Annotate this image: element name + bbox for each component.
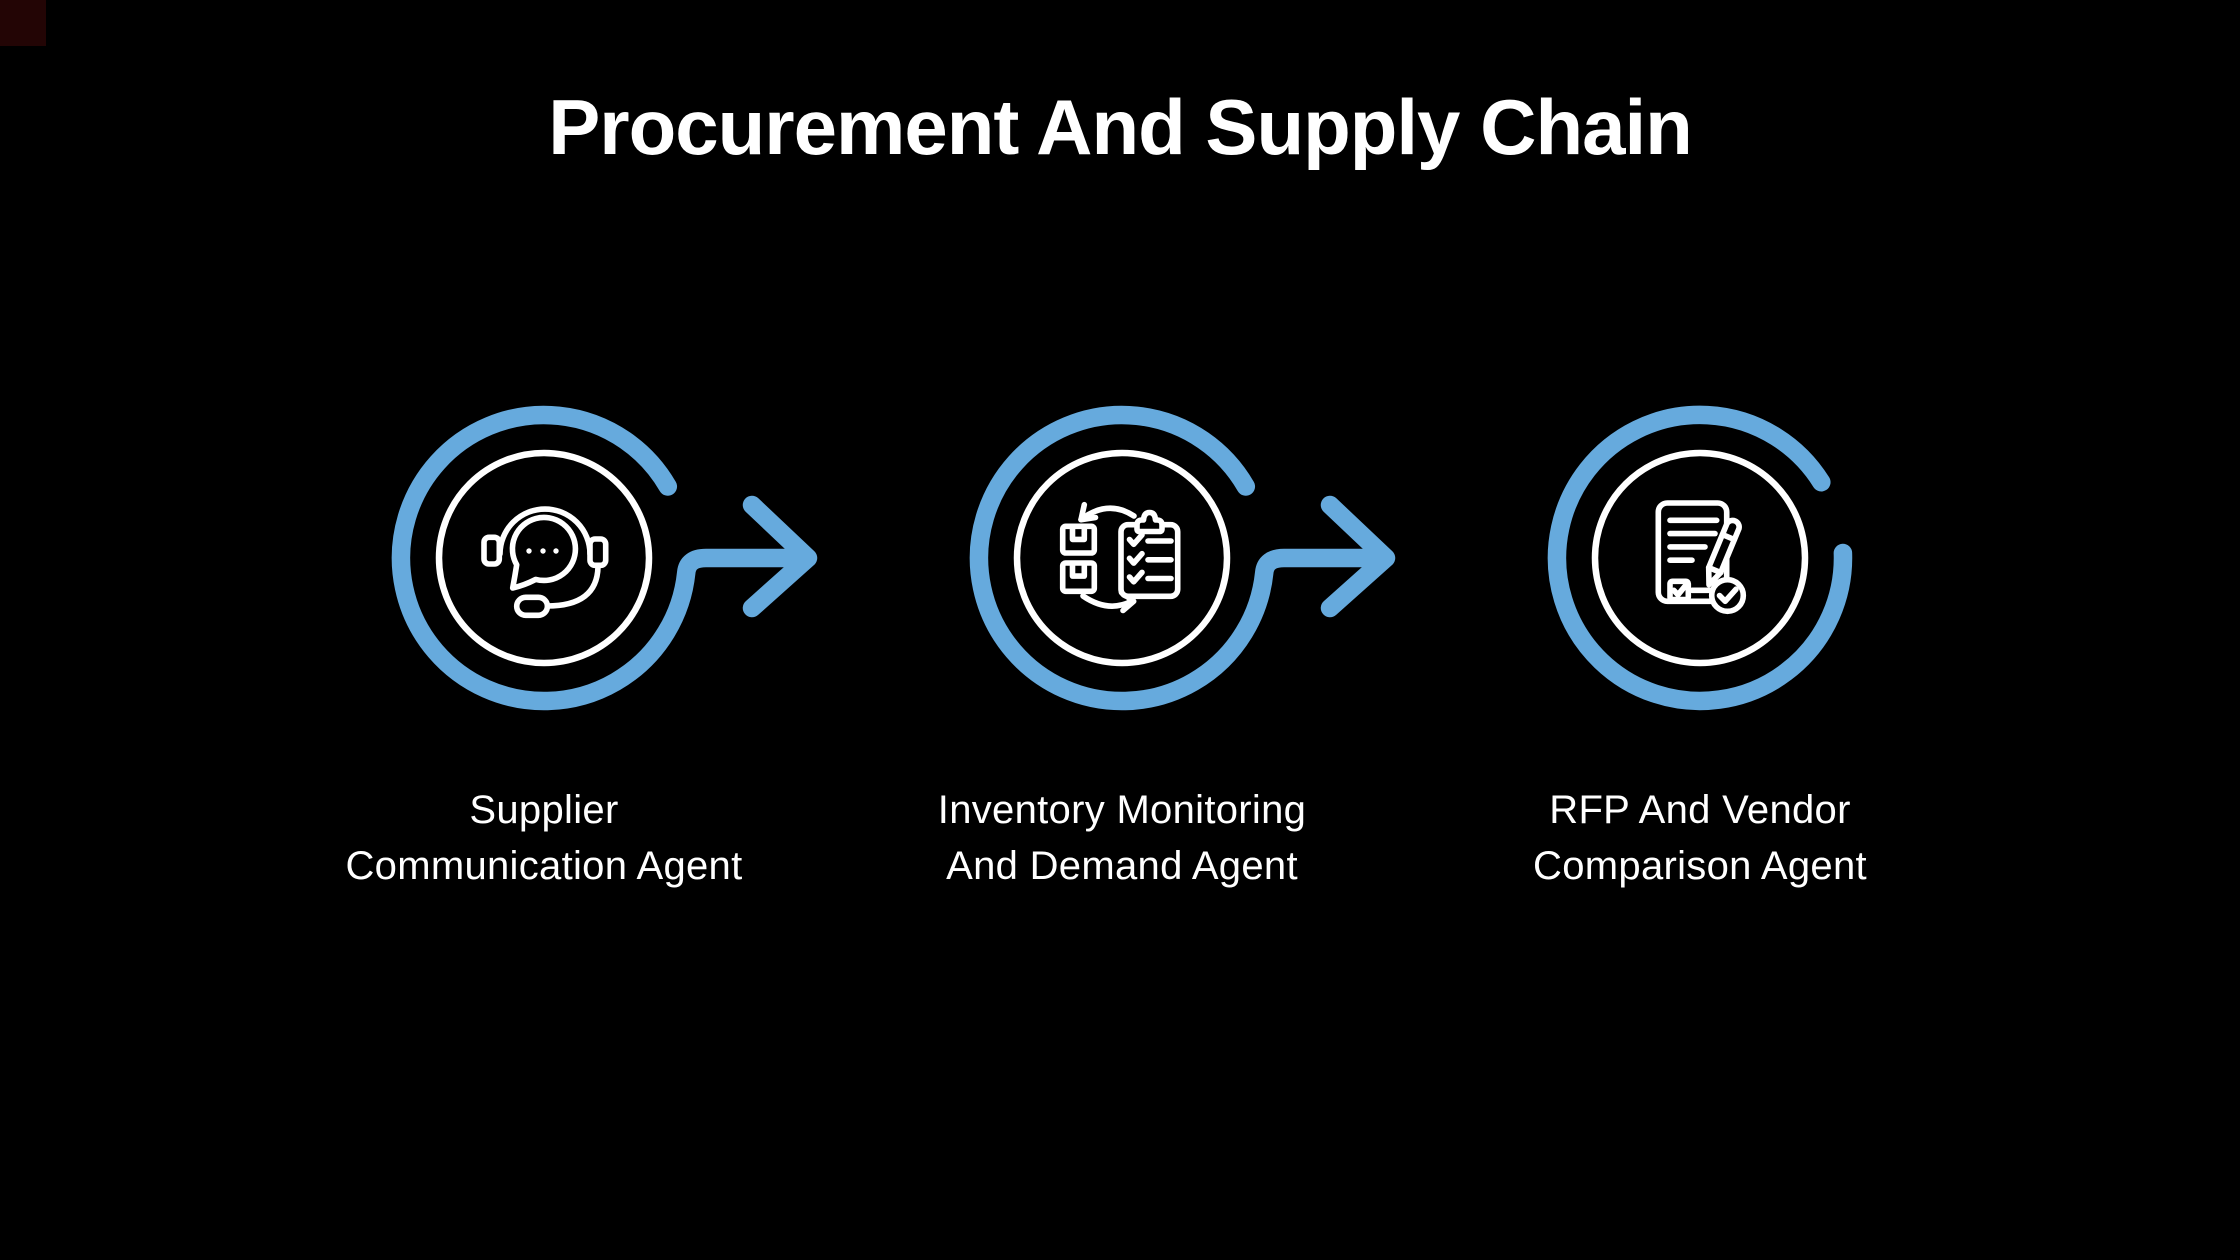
inner-white-circle: [1013, 449, 1231, 667]
arrow-right-icon: [1320, 495, 1396, 618]
agent-label-line: And Demand Agent: [946, 844, 1298, 888]
corner-accent-square: [0, 0, 46, 46]
agent-label-line: RFP And Vendor: [1549, 788, 1851, 832]
inner-white-circle: [435, 449, 653, 667]
agent-label-line: Supplier: [469, 788, 619, 832]
agent-label-line: Comparison Agent: [1533, 844, 1867, 888]
agent-label-supplier-communication: Supplier Communication Agent: [244, 782, 844, 894]
document-pencil-check-icon: [1655, 500, 1747, 615]
agent-label-line: Communication Agent: [345, 844, 743, 888]
agent-node-inventory-monitoring: [969, 405, 1396, 711]
agent-label-line: Inventory Monitoring: [937, 788, 1307, 832]
agent-label-inventory-monitoring: Inventory Monitoring And Demand Agent: [822, 782, 1422, 894]
arrow-right-icon: [742, 495, 818, 618]
agent-node-rfp-vendor-comparison: [1547, 405, 1853, 711]
page-title: Procurement And Supply Chain: [548, 83, 1693, 171]
agent-label-rfp-vendor-comparison: RFP And Vendor Comparison Agent: [1400, 782, 2000, 894]
ring-arc-with-arrow-stem: [391, 405, 808, 711]
ring-arc: [1547, 405, 1853, 711]
inner-white-circle: [1591, 449, 1809, 667]
inventory-sync-clipboard-icon: [1059, 501, 1181, 614]
headset-chat-icon: [481, 506, 609, 619]
agent-node-supplier-communication: [391, 405, 818, 711]
ring-arc-with-arrow-stem: [969, 405, 1386, 711]
